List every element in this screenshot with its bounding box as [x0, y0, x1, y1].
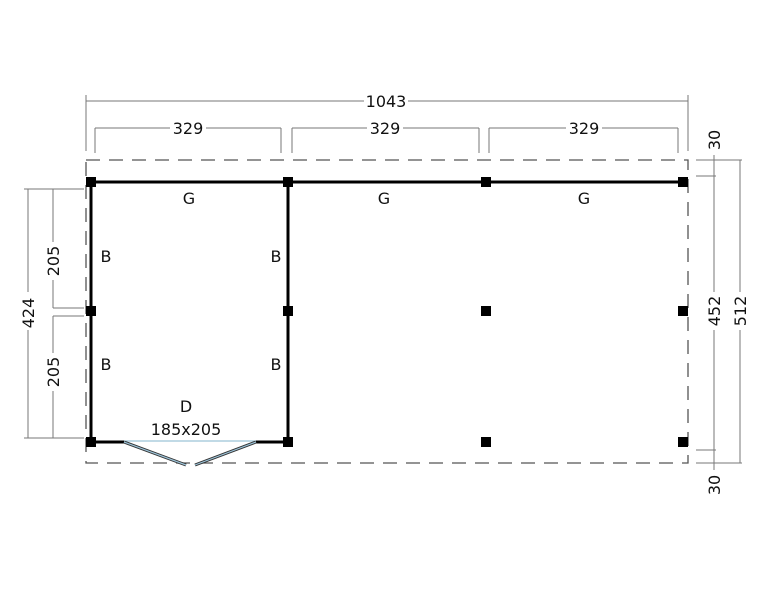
beam-label: G — [378, 189, 390, 208]
posts — [86, 177, 688, 447]
door-size-label: 185x205 — [151, 420, 222, 439]
beam-label: G — [183, 189, 195, 208]
overhang-top-label: 30 — [705, 130, 724, 150]
left-segment-label: 205 — [44, 357, 63, 388]
right-dimensions: 452 512 30 30 — [696, 130, 750, 495]
door-symbol — [123, 440, 257, 467]
bay-width-label: 329 — [569, 119, 600, 138]
left-segment-label: 205 — [44, 246, 63, 277]
wall-label: B — [101, 355, 112, 374]
total-width-dimension: 1043 — [85, 92, 689, 151]
left-dimensions: 424 205 205 — [19, 188, 84, 439]
left-total-label: 424 — [19, 298, 38, 329]
bay-width-dimensions: 329 329 329 — [94, 119, 679, 153]
bay-width-label: 329 — [370, 119, 401, 138]
right-outer-label: 512 — [731, 296, 750, 327]
beam-label: G — [578, 189, 590, 208]
bay-width-label: 329 — [173, 119, 204, 138]
total-width-label: 1043 — [366, 92, 407, 111]
wall-label: B — [271, 247, 282, 266]
wall-label: B — [101, 247, 112, 266]
right-inner-label: 452 — [705, 296, 724, 327]
wall-label: B — [271, 355, 282, 374]
door-label: D — [180, 397, 192, 416]
overhang-bottom-label: 30 — [705, 475, 724, 495]
